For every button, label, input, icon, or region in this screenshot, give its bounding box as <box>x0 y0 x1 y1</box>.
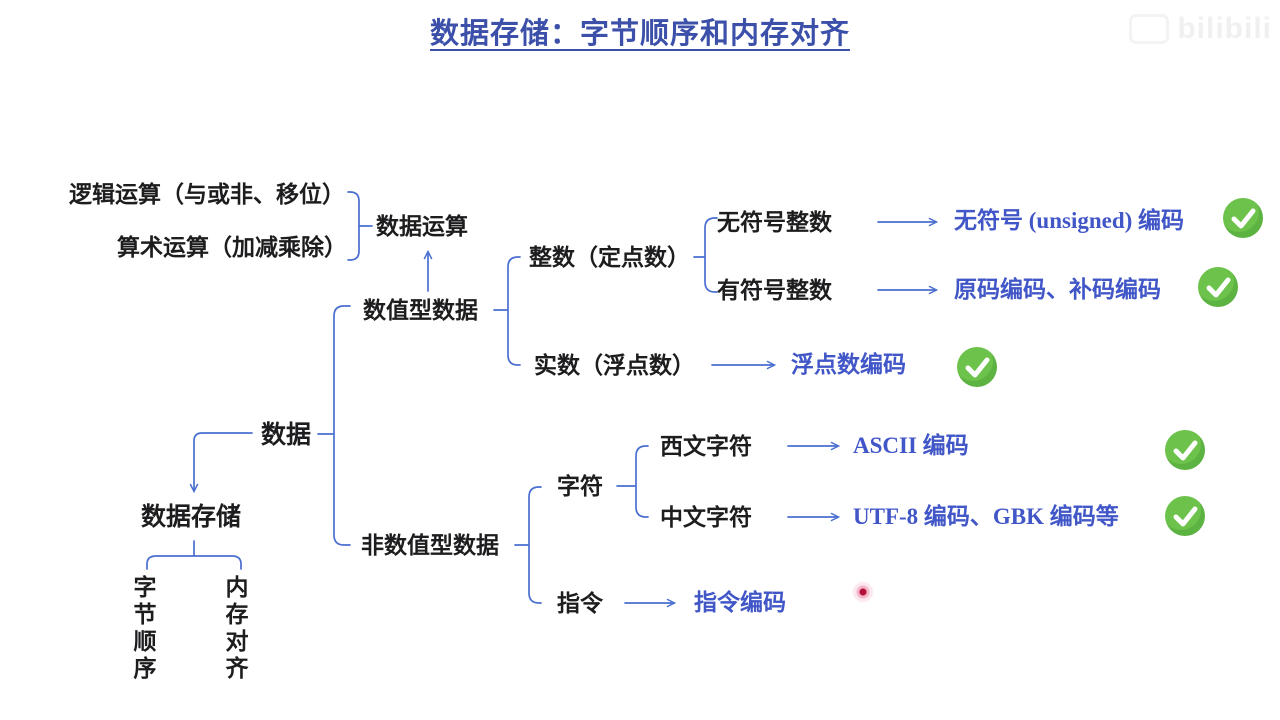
code-instruction: 指令编码 <box>694 590 786 615</box>
node-numeric-data: 数值型数据 <box>363 298 478 323</box>
bracket-nonnumeric-children <box>514 486 542 604</box>
node-byte-order: 字 节 顺 序 <box>133 575 157 681</box>
node-signed-integer: 有符号整数 <box>717 278 832 303</box>
check-icon <box>1165 430 1205 470</box>
brace-storage-children <box>146 540 242 570</box>
node-arithmetic-operation: 算术运算（加减乘除） <box>117 235 347 260</box>
bracket-data-children <box>317 305 351 546</box>
check-icon <box>1165 496 1205 536</box>
node-unsigned-integer: 无符号整数 <box>717 210 832 235</box>
bracket-character-children <box>616 445 649 518</box>
bracket-integer-children <box>693 217 718 293</box>
node-integer: 整数（定点数） <box>529 245 690 270</box>
node-memory-alignment: 内 存 对 齐 <box>225 575 249 681</box>
node-western-character: 西文字符 <box>660 434 752 459</box>
code-ascii: ASCII 编码 <box>853 433 969 458</box>
page-title: 数据存储：字节顺序和内存对齐 <box>0 10 1280 52</box>
check-icon <box>1223 198 1263 238</box>
node-chinese-character: 中文字符 <box>660 505 752 530</box>
check-icon <box>957 347 997 387</box>
laser-pointer-dot <box>852 581 874 603</box>
code-float: 浮点数编码 <box>791 352 906 377</box>
node-real-number: 实数（浮点数） <box>534 353 695 378</box>
bracket-operations-group <box>347 191 373 261</box>
bracket-numeric-children <box>493 256 521 366</box>
code-signed: 原码编码、补码编码 <box>954 277 1161 302</box>
node-character: 字符 <box>557 474 603 499</box>
node-nonnumeric-data: 非数值型数据 <box>361 533 499 558</box>
code-utf8-gbk: UTF-8 编码、GBK 编码等 <box>853 504 1119 529</box>
node-logic-operation: 逻辑运算（与或非、移位） <box>69 182 345 207</box>
arrow-data-to-storage <box>189 432 253 494</box>
node-data-operation: 数据运算 <box>376 214 468 239</box>
check-icon <box>1198 267 1238 307</box>
node-instruction: 指令 <box>557 591 603 616</box>
page-title-text: 数据存储：字节顺序和内存对齐 <box>429 18 850 50</box>
node-data-storage: 数据存储 <box>141 504 242 531</box>
node-data-root: 数据 <box>261 422 312 449</box>
code-unsigned: 无符号 (unsigned) 编码 <box>954 208 1185 233</box>
